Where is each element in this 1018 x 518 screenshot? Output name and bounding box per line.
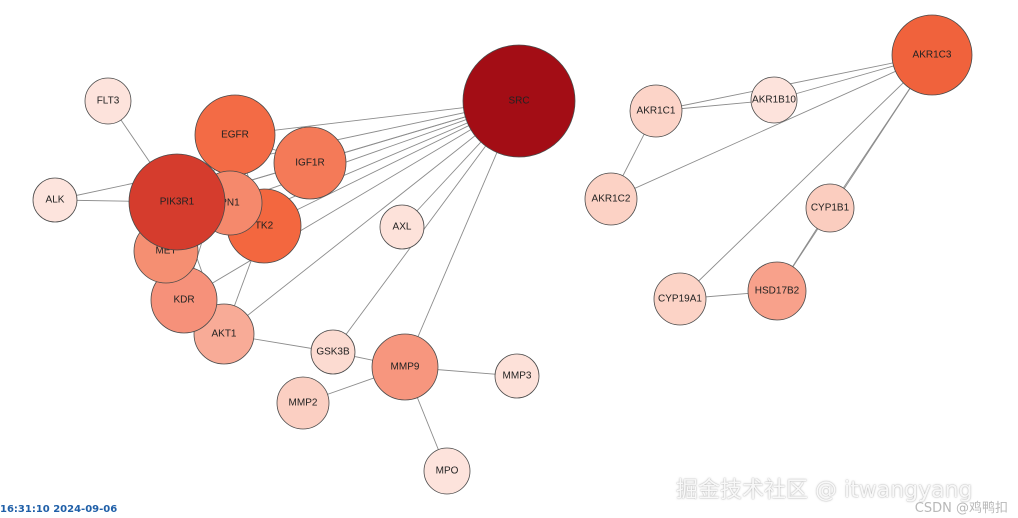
node-label-axl: AXL <box>393 222 412 233</box>
node-cyp19a1[interactable]: CYP19A1 <box>653 272 707 326</box>
node-label-cyp19a1: CYP19A1 <box>658 294 702 305</box>
node-label-akr1c3: AKR1C3 <box>913 50 952 61</box>
node-hsd17b2[interactable]: HSD17B2 <box>747 261 807 321</box>
node-label-pik3r1: PIK3R1 <box>160 197 195 208</box>
node-akr1c2[interactable]: AKR1C2 <box>584 172 638 226</box>
node-mpo[interactable]: MPO <box>423 447 471 495</box>
node-axl[interactable]: AXL <box>379 204 425 250</box>
edge-akr1c3-cyp19a1 <box>679 54 933 300</box>
edge-akr1c3-akr1c1 <box>655 54 933 112</box>
node-circle-igf1r <box>273 126 347 200</box>
node-circle-src <box>462 44 576 158</box>
node-igf1r[interactable]: IGF1R <box>273 126 347 200</box>
edge-src-akt1 <box>223 100 520 335</box>
node-circle-alk <box>32 177 78 223</box>
node-label-akr1c1: AKR1C1 <box>637 106 676 117</box>
node-cyp1b1[interactable]: CYP1B1 <box>805 183 855 233</box>
node-label-alk: ALK <box>46 195 65 206</box>
node-label-mmp2: MMP2 <box>289 398 318 409</box>
node-label-mpo: MPO <box>436 466 459 477</box>
node-label-met: MET <box>155 246 176 257</box>
node-label-gsk3b: GSK3B <box>316 347 350 358</box>
edge-akr1c3-hsd17b2 <box>776 54 933 292</box>
node-alk[interactable]: ALK <box>32 177 78 223</box>
node-circle-akr1c1 <box>629 84 683 138</box>
edge-src-kdr <box>183 100 520 301</box>
node-akr1c3[interactable]: AKR1C3 <box>891 14 973 96</box>
node-egfr[interactable]: EGFR <box>194 94 276 176</box>
watermark-csdn: CSDN @鸡鸭扣 <box>914 501 1008 516</box>
node-circle-akr1c2 <box>584 172 638 226</box>
timestamp: 16:31:10 2024-09-06 <box>0 504 118 515</box>
node-circle-akr1c3 <box>891 14 973 96</box>
node-label-mmp9: MMP9 <box>391 362 420 373</box>
node-circle-cyp1b1 <box>805 183 855 233</box>
node-mmp2[interactable]: MMP2 <box>276 376 330 430</box>
node-label-egfr: EGFR <box>221 130 249 141</box>
node-circle-hsd17b2 <box>747 261 807 321</box>
node-flt3[interactable]: FLT3 <box>84 77 132 125</box>
node-label-ptk2: TK2 <box>255 221 274 232</box>
node-mmp3[interactable]: MMP3 <box>494 353 540 399</box>
node-circle-flt3 <box>84 77 132 125</box>
node-label-ptpn1: PN1 <box>220 198 240 209</box>
node-label-mmp3: MMP3 <box>503 371 532 382</box>
node-src[interactable]: SRC <box>462 44 576 158</box>
node-akr1c1[interactable]: AKR1C1 <box>629 84 683 138</box>
node-label-kdr: KDR <box>173 295 194 306</box>
node-circle-mmp9 <box>371 333 439 401</box>
edge-akr1c3-akr1c2 <box>610 54 933 200</box>
node-label-cyp1b1: CYP1B1 <box>811 203 850 214</box>
node-label-hsd17b2: HSD17B2 <box>755 286 800 297</box>
node-circle-akr1b10 <box>750 76 798 124</box>
node-circle-mmp3 <box>494 353 540 399</box>
node-label-src: SRC <box>508 96 529 107</box>
node-circle-pik3r1 <box>128 153 226 251</box>
node-label-flt3: FLT3 <box>97 96 120 107</box>
node-label-akt1: AKT1 <box>211 329 236 340</box>
node-circle-cyp19a1 <box>653 272 707 326</box>
node-circle-gsk3b <box>310 329 356 375</box>
node-pik3r1[interactable]: PIK3R1 <box>128 153 226 251</box>
node-label-igf1r: IGF1R <box>295 158 324 169</box>
watermark-juejin: 掘金技术社区 @ itwangyang <box>676 478 973 503</box>
node-kdr[interactable]: KDR <box>150 266 218 334</box>
node-label-akr1b10: AKR1B10 <box>752 95 796 106</box>
node-mmp9[interactable]: MMP9 <box>371 333 439 401</box>
node-circle-axl <box>379 204 425 250</box>
node-label-akr1c2: AKR1C2 <box>592 194 631 205</box>
node-circle-mmp2 <box>276 376 330 430</box>
node-circle-mpo <box>423 447 471 495</box>
node-gsk3b[interactable]: GSK3B <box>310 329 356 375</box>
node-akr1b10[interactable]: AKR1B10 <box>750 76 798 124</box>
